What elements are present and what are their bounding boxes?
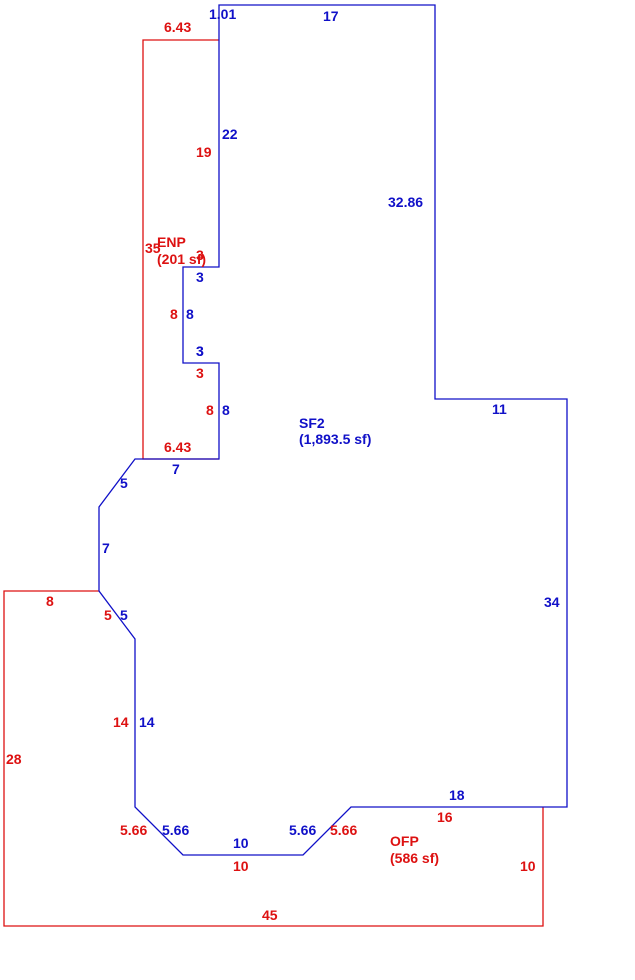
- ofp-outline: [3, 590, 544, 927]
- enp-dimension-labels: 6.43 19 35 3 8 3 8 6.43: [145, 19, 214, 455]
- sf2-dim-label: 3: [196, 343, 204, 359]
- sf2-dim-label: 8: [186, 306, 194, 322]
- ofp-dim-label: 10: [233, 858, 249, 874]
- enp-dim-label: 35: [145, 240, 161, 256]
- sf2-dim-label: 3: [196, 343, 204, 359]
- enp-name: ENP: [157, 234, 186, 250]
- sf2-dim-label: 22: [222, 126, 238, 142]
- sf2-dim-label: 11: [492, 401, 507, 417]
- sf2-dim-label: 5.66: [289, 822, 316, 838]
- ofp-dim-label: 8: [46, 593, 54, 609]
- sf2-dim-label: 5.66: [162, 822, 189, 838]
- ofp-dim-label: 5: [104, 607, 112, 623]
- ofp-dim-label: 10: [520, 858, 536, 874]
- sf2-dim-label: 18: [449, 787, 465, 803]
- enp-area: (201 sf): [157, 251, 206, 267]
- ofp-dim-label: 28: [6, 751, 22, 767]
- sf2-outline: [98, 4, 568, 856]
- enp-dim-label: 19: [196, 144, 212, 160]
- ofp-name: OFP: [390, 833, 419, 849]
- enp-dim-label: 6.43: [164, 19, 191, 35]
- sf2-dim-label: 7: [102, 540, 110, 556]
- enp-area-label: ENP (201 sf): [157, 234, 206, 267]
- sf2-dim-label: 34: [544, 594, 560, 610]
- sf2-dim-label: 7: [172, 461, 180, 477]
- enp-dim-label: 3: [196, 247, 204, 263]
- sf2-dimension-labels: 1.01 17 22 32.86 3 3 8 3 8 11 7 5 7 5 34…: [102, 6, 560, 851]
- enp-dim-label: 6.43: [164, 439, 191, 455]
- sf2-name: SF2: [299, 415, 325, 431]
- ofp-area-label: OFP (586 sf): [390, 833, 439, 866]
- ofp-area: (586 sf): [390, 850, 439, 866]
- sf2-dim-label: 1.01: [209, 6, 236, 22]
- sf2-area: (1,893.5 sf): [299, 431, 371, 447]
- enp-dim-label: 8: [170, 306, 178, 322]
- sf2-dim-label: 3: [196, 269, 204, 285]
- enp-dim-label: 8: [206, 402, 214, 418]
- sf2-dim-label: 10: [233, 835, 249, 851]
- sf2-dim-label: 14: [139, 714, 155, 730]
- sf2-dim-label: 17: [323, 8, 339, 24]
- ofp-dim-label: 5.66: [120, 822, 147, 838]
- ofp-dimension-labels: 8 5 28 14 5.66 10 5.66 16 10 45: [6, 593, 536, 923]
- enp-dim-label: 3: [196, 365, 204, 381]
- sf2-dim-label: 5: [120, 607, 128, 623]
- sf2-area-label: SF2 (1,893.5 sf): [299, 415, 371, 447]
- ofp-dim-label: 14: [113, 714, 129, 730]
- ofp-dim-label: 5.66: [330, 822, 357, 838]
- sf2-dim-label: 8: [222, 402, 230, 418]
- sf2-dim-label: 32.86: [388, 194, 423, 210]
- sf2-dim-label: 5: [120, 475, 128, 491]
- ofp-dim-label: 45: [262, 907, 278, 923]
- ofp-dim-label: 16: [437, 809, 453, 825]
